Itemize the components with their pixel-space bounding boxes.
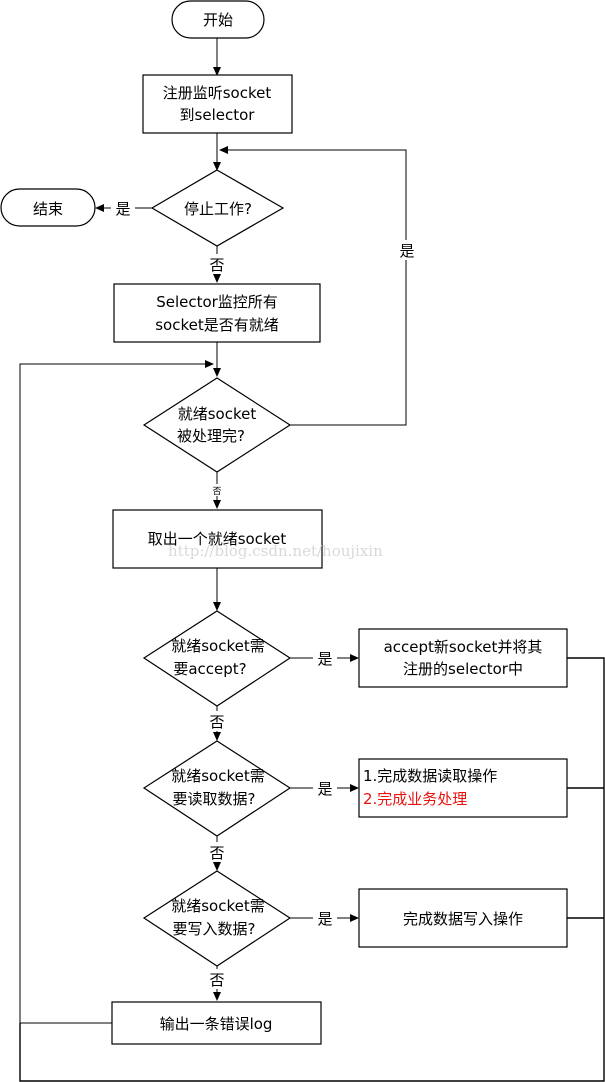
label-bg-accept-yes <box>313 648 337 668</box>
register-box <box>142 74 293 134</box>
read-check-diamond <box>142 740 292 837</box>
arrow-processed-yes-loop <box>219 146 407 426</box>
label-stop-yes: 是 <box>115 200 130 218</box>
label-accept-yes: 是 <box>317 650 332 668</box>
label-bg-read-yes <box>313 778 337 798</box>
label-bg-write-yes <box>313 908 337 928</box>
monitor-text-line1: Selector监控所有 <box>156 293 278 311</box>
log-error-box <box>111 1001 322 1045</box>
read-action-text-line2: 2.完成业务处理 <box>363 790 467 808</box>
label-write-yes: 是 <box>317 910 332 928</box>
processed-check-text-line1: 就绪socket <box>178 405 257 423</box>
start-terminal <box>171 0 265 39</box>
monitor-box <box>113 283 321 343</box>
label-processed-no: 否 <box>212 486 221 497</box>
label-bg-stop-yes <box>111 198 135 218</box>
take-one-box <box>112 509 323 569</box>
read-check-text-line1: 就绪socket需 <box>171 767 265 785</box>
processed-check-text-line2: 被处理完? <box>177 427 245 445</box>
read-action-text-line1: 1.完成数据读取操作 <box>363 767 497 785</box>
label-accept-no: 否 <box>209 713 224 731</box>
write-check-diamond <box>142 870 292 967</box>
label-stop-no: 否 <box>209 256 224 274</box>
register-text-line2: 到selector <box>180 106 256 124</box>
accept-action-text-line1: accept新socket并将其 <box>384 638 543 656</box>
write-check-text-line2: 要写入数据? <box>173 920 256 938</box>
accept-check-diamond <box>142 610 292 707</box>
watermark-text: http://blog.csdn.net/houjixin <box>168 542 383 560</box>
line-right-return-outer <box>19 657 605 1082</box>
accept-check-text-line2: 要accept? <box>173 660 246 678</box>
end-text: 结束 <box>33 200 63 218</box>
arrow-log-back-loop <box>19 360 214 1024</box>
register-text-line1: 注册监听socket <box>163 84 272 102</box>
label-bg-stop-no <box>206 254 228 274</box>
accept-check-text-line1: 就绪socket需 <box>171 637 265 655</box>
accept-action-box <box>358 628 568 688</box>
stop-check-text: 停止工作? <box>184 200 252 218</box>
take-one-text: 取出一个就绪socket <box>148 530 287 548</box>
label-bg-processed-no <box>210 484 224 496</box>
accept-action-text-line2: 注册的selector中 <box>403 660 523 678</box>
read-action-box <box>358 758 568 818</box>
write-check-text-line1: 就绪socket需 <box>171 897 265 915</box>
label-bg-accept-no <box>206 711 228 731</box>
processed-check-diamond <box>142 377 292 473</box>
label-bg-read-no <box>206 842 228 862</box>
label-write-no: 否 <box>209 971 224 989</box>
stop-check-diamond <box>150 169 285 247</box>
write-action-text: 完成数据写入操作 <box>403 910 523 928</box>
label-bg-processed-yes <box>396 240 418 260</box>
read-check-text-line2: 要读取数据? <box>173 790 256 808</box>
monitor-text-line2: socket是否有就绪 <box>155 316 279 334</box>
start-text: 开始 <box>203 11 233 29</box>
log-error-text: 输出一条错误log <box>160 1015 273 1033</box>
label-read-yes: 是 <box>317 780 332 798</box>
label-read-no: 否 <box>209 844 224 862</box>
label-bg-write-no <box>206 969 228 989</box>
write-action-box <box>358 888 568 948</box>
end-terminal <box>0 188 96 227</box>
label-processed-yes: 是 <box>399 242 414 260</box>
